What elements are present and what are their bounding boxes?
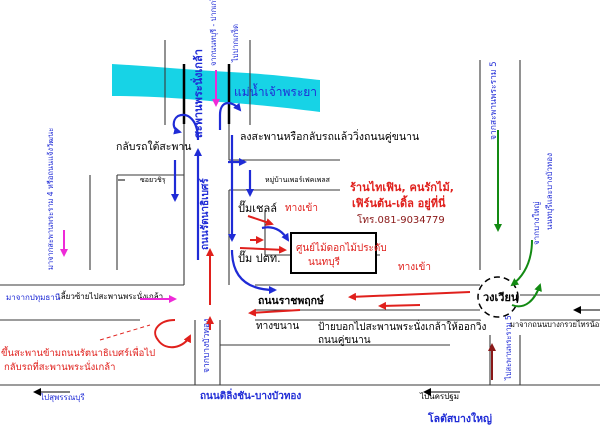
shop-box-line2: นนทบุรี (308, 256, 341, 268)
enter-right-label: ทางเข้า (398, 261, 431, 273)
red-dashed-pointer (99, 324, 151, 341)
road-kuchanan: ถนนคู่ขนาน (318, 335, 371, 346)
road-to-suphan: ไปสุพรรณบุรี (39, 393, 85, 402)
road-tiwanon-bottom: ถนนติลิ่งชัน-บางบัวทอง (200, 388, 301, 402)
road-bang-yai: จากบางใหญ่ (532, 201, 541, 245)
road-rama5-bottom: ไปสะพานพระราม 5 (504, 315, 513, 381)
road-from-bangkruai: มาจากถนนบางกรวยไทรน้อย (510, 320, 600, 329)
bridge-turn-note: ลงสะพานหรือกลับรถแล้ววิ่งถนนคู่ขนาน (240, 129, 419, 143)
blue-route (171, 102, 290, 294)
road-from-pathum: มาจากปทุมธานี (6, 293, 61, 302)
road-lotus: โลตัสบางใหญ่ (427, 411, 492, 425)
road-to-nakhonpathom: ไปนครปฐม (419, 392, 459, 401)
roundabout-label: วงเวียน (483, 291, 519, 304)
bridge-label: สะพานพระนั่งเกล้า (190, 49, 205, 138)
red-route (154, 215, 471, 349)
shop-name-line1: ร้านไทเฟิน, คนรักไม้, (350, 180, 454, 194)
road-rama4-left: มาจากสะพานพระราม 4 หรือถนนแจ้งวัฒนะ (46, 128, 55, 270)
ptt-label: ปั๊ม ปตท. (238, 250, 281, 265)
road-top-mid-b: ไปปากเกร็ด (230, 24, 240, 63)
roundabout-circle (477, 276, 519, 318)
road-kuchanan-lane: ทางขนาน (256, 321, 299, 332)
shop-box (290, 232, 377, 274)
road-ratchaphruek: ถนนราชพฤกษ์ (258, 294, 324, 307)
shell-label: ปั๊มเชลล์ (238, 200, 277, 215)
road-rama5-top: จากสะพานพระราม 5 (489, 61, 499, 140)
river-label: แม่น้ำเจ้าพระยา (234, 83, 317, 99)
shop-phone: โทร.081-9034779 (357, 213, 445, 226)
green-route (494, 130, 542, 308)
flyover-note-line1: ขึ้นสะพานข้ามถนนรัตนาธิเบศร์เพื่อไป (1, 346, 155, 359)
road-top-mid-a: จากนนทบุรี - ปากเกร็ด (208, 0, 218, 66)
return-under-note: กลับรถใต้สะพาน (116, 140, 191, 153)
enter-left-label: ทางเข้า (285, 202, 318, 214)
turn-left-bridge-note: เลี้ยวซ้ายไปสะพานพระนั่งเกล้า (58, 290, 163, 301)
shop-box-line1: ศูนย์ไม้ดอกไม้ประดับ (296, 242, 387, 254)
flyover-note-line2: กลับรถที่สะพานพระนั่งเกล้า (4, 360, 115, 373)
shop-name-line2: เฟิร์นต้น-เดิ้ล อยู่ที่นี่ (352, 195, 446, 211)
road-rattanathibet: ถนนรัตนาธิเบศร์ (199, 178, 211, 250)
magenta-route (60, 70, 220, 303)
sign-board-note: ป้ายบอกไปสะพานพระนั่งเกล้าให้ออกวิ่ง (318, 319, 487, 333)
road-bangbuathong-vertical: จากบางบัวทอง (202, 319, 212, 373)
road-ptt-road: นนทบุรีและบางบัวทอง (545, 153, 554, 230)
road-perfect-place: หมู่บ้านเพอร์เฟคเพลส (265, 176, 331, 184)
road-soi-wachiru: ซอยวชิรุ (140, 176, 166, 184)
